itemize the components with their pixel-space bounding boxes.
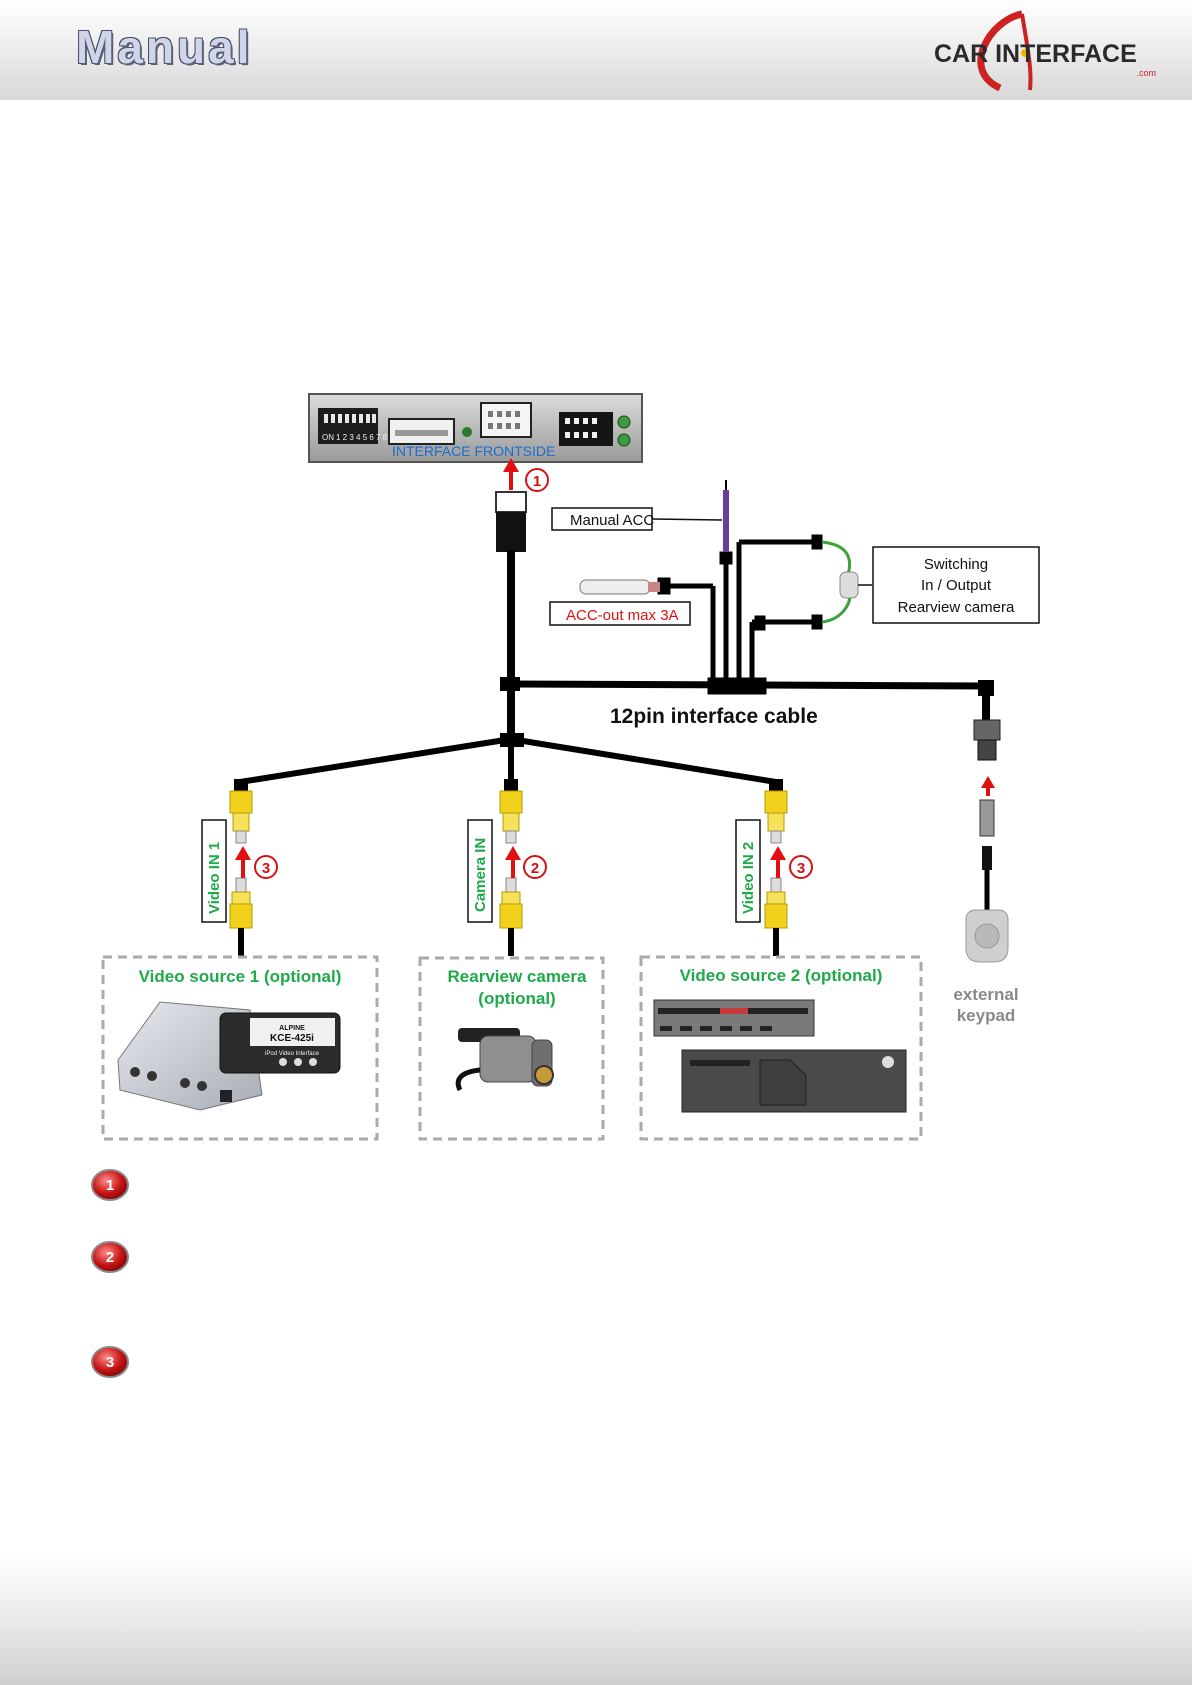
svg-text:ALPINE: ALPINE — [279, 1025, 305, 1032]
svg-text:1: 1 — [106, 1177, 114, 1194]
page-footer — [0, 1555, 1192, 1685]
acc-out-box: ACC-out max 3A — [549, 601, 691, 626]
switching-line-1: Switching — [924, 556, 988, 573]
logo-sub-text: .com — [1136, 68, 1156, 78]
video-in-2-box: Video IN 2 — [735, 819, 761, 923]
main-cable-trunk — [495, 491, 527, 747]
source-2-label-2: (optional) — [478, 989, 555, 1008]
rearview-camera-icon — [455, 1028, 554, 1092]
switching-line-2: In / Output — [921, 577, 992, 594]
svg-text:2: 2 — [106, 1249, 114, 1266]
step-badge-3a: 3 — [254, 855, 278, 879]
svg-text:1: 1 — [533, 473, 541, 490]
acc-out-connector — [579, 579, 660, 595]
manual-title: Manual — [76, 21, 253, 73]
acc-bundle — [657, 480, 823, 695]
source-box-2: Rearview camera (optional) — [418, 956, 605, 1141]
legend-badge-1: 1 — [91, 1169, 129, 1201]
interface-frontside-panel: ON 1 2 3 4 5 6 7 8 INTERFACE FRONTSIDE — [308, 393, 643, 463]
video-in-2-label: Video IN 2 — [740, 842, 757, 914]
logo-swoosh-icon — [977, 10, 1033, 92]
manual-acc-label: Manual ACC — [570, 512, 654, 529]
source-box-3: Video source 2 (optional) — [639, 955, 923, 1141]
video-in-1-box: Video IN 1 — [201, 819, 227, 923]
svg-text:3: 3 — [797, 860, 805, 877]
connection-arrows — [235, 458, 995, 878]
switching-line-3: Rearview camera — [898, 599, 1015, 616]
dip-on-label: ON — [322, 433, 334, 442]
cable-label: 12pin interface cable — [610, 705, 818, 728]
logo-text: CAR INTERFACE — [934, 40, 1137, 68]
keypad-label-1: external — [953, 985, 1018, 1004]
keypad-connector — [965, 719, 1009, 963]
interface-frontside-label: INTERFACE FRONTSIDE — [392, 443, 555, 459]
svg-text:KCE-425i: KCE-425i — [270, 1033, 314, 1044]
keypad-label-2: keypad — [957, 1006, 1016, 1025]
switching-box: Switching In / Output Rearview camera — [872, 546, 1040, 624]
dvd-player-icon — [653, 999, 907, 1113]
source-box-1: Video source 1 (optional) ALPINE KCE-425… — [101, 955, 379, 1141]
rca-video-in-1 — [229, 779, 253, 956]
step-badge-2: 2 — [523, 855, 547, 879]
acc-out-label: ACC-out max 3A — [566, 607, 679, 624]
source-1-label: Video source 1 (optional) — [139, 967, 342, 986]
camera-in-label: Camera IN — [472, 838, 489, 912]
video-interface-device-icon: ALPINE KCE-425i iPod Video Interface — [117, 1001, 341, 1111]
legend-badge-2: 2 — [91, 1241, 129, 1273]
camera-in-box: Camera IN — [467, 819, 493, 923]
step-badge-1: 1 — [525, 468, 549, 492]
rca-camera-in — [499, 779, 523, 956]
dip-numbers-label: 1 2 3 4 5 6 7 8 — [336, 433, 388, 442]
source-2-label-1: Rearview camera — [448, 967, 587, 986]
source-3-label: Video source 2 (optional) — [680, 966, 883, 985]
rca-video-in-2 — [764, 779, 788, 956]
brand-logo: CAR INTERFACE .com — [930, 10, 1170, 95]
step-badge-3b: 3 — [789, 855, 813, 879]
svg-text:2: 2 — [531, 860, 539, 877]
manual-acc-box: Manual ACC — [551, 507, 723, 531]
switching-fuse — [821, 540, 872, 624]
legend-badge-3: 3 — [91, 1346, 129, 1378]
rca-branches — [239, 737, 777, 785]
svg-text:3: 3 — [262, 860, 270, 877]
video-in-1-label: Video IN 1 — [206, 842, 223, 914]
svg-text:3: 3 — [106, 1354, 114, 1371]
svg-text:iPod Video Interface: iPod Video Interface — [265, 1051, 320, 1057]
